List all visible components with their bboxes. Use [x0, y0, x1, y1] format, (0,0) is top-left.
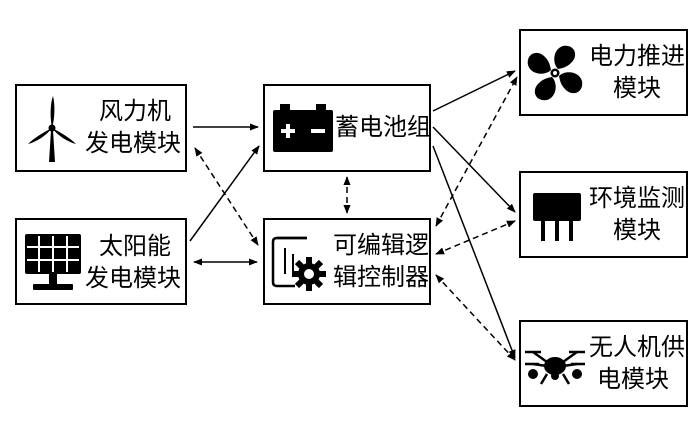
node-wind-generation: 风力机 发电模块 [15, 84, 187, 172]
drone-label-line2: 电模块 [597, 365, 669, 393]
edge-plc-to-propulsion [435, 76, 518, 227]
battery-label: 蓄电池组 [335, 113, 431, 141]
edge-solar-to-battery [189, 145, 260, 242]
wind-label-line2: 发电模块 [85, 129, 181, 157]
edge-battery-to-drone [432, 145, 516, 359]
plc-label-line1: 可编辑逻 [333, 231, 429, 259]
sensor-chip-icon [533, 193, 581, 241]
solar-panel-icon [25, 234, 81, 290]
battery-icon [273, 104, 333, 152]
edge-battery-to-env [432, 126, 516, 213]
propeller-icon [527, 45, 583, 101]
solar-label-line1: 太阳能 [99, 232, 171, 260]
edge-battery-to-propulsion [432, 70, 516, 112]
controller-gear-icon [271, 236, 326, 291]
propulsion-label-line1: 电力推进 [589, 42, 685, 70]
node-drone-power-supply: 无人机供 电模块 [519, 320, 688, 407]
node-electric-propulsion: 电力推进 模块 [519, 29, 688, 116]
env-label-line2: 模块 [613, 216, 661, 244]
drone-label-line1: 无人机供 [589, 333, 685, 361]
edge-plc-to-env [435, 220, 516, 255]
propulsion-label-line2: 模块 [613, 74, 661, 102]
node-battery-pack: 蓄电池组 [263, 84, 431, 172]
drone-icon [525, 350, 585, 385]
node-plc-controller: 可编辑逻 辑控制器 [263, 218, 431, 305]
wind-label-line1: 风力机 [99, 97, 171, 125]
env-label-line1: 环境监测 [589, 184, 685, 212]
solar-label-line2: 发电模块 [85, 264, 181, 292]
node-environment-monitoring: 环境监测 模块 [519, 171, 688, 258]
edge-plc-to-drone [435, 274, 516, 361]
plc-label-line2: 辑控制器 [333, 263, 429, 291]
wind-turbine-icon [28, 96, 76, 162]
node-solar-generation: 太阳能 发电模块 [15, 218, 187, 305]
edge-wind-to-plc [194, 147, 259, 246]
